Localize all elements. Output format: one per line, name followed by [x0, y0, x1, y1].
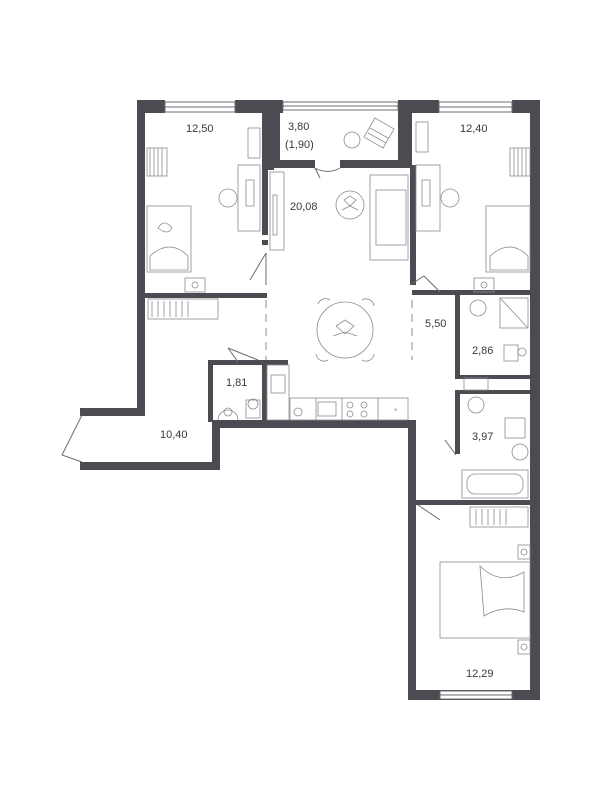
area-label-balcony: 3,80	[288, 121, 309, 133]
area-label-wc-left: 1,81	[226, 377, 247, 389]
balcony-furniture	[343, 117, 395, 149]
wall	[455, 295, 460, 375]
area-label-bath-right: 3,97	[472, 431, 493, 443]
door-swing	[314, 167, 341, 179]
area-label-wc-right: 2,86	[472, 345, 493, 357]
wall	[455, 375, 532, 379]
area-label-bedroom-nw: 12,50	[186, 123, 214, 135]
wall	[80, 408, 145, 416]
wc-left-fixtures	[217, 398, 261, 421]
door-swing	[61, 414, 83, 463]
wall	[262, 240, 268, 245]
bath-right-fixtures	[461, 396, 529, 499]
kitchen-row: *	[266, 364, 409, 421]
area-label-corridor: 10,40	[160, 429, 188, 441]
wall	[412, 500, 532, 505]
wall	[408, 420, 416, 700]
wall	[208, 360, 213, 422]
wall	[137, 100, 145, 375]
door-swing	[249, 252, 267, 285]
wall	[137, 370, 145, 410]
wall	[262, 100, 274, 170]
wall	[455, 390, 532, 394]
wall	[412, 290, 532, 295]
wall	[530, 100, 540, 700]
door-swing	[227, 347, 259, 363]
doors	[61, 167, 457, 521]
wall	[402, 100, 412, 165]
wall	[262, 165, 268, 235]
wall	[455, 394, 460, 454]
wall	[340, 160, 410, 168]
wall	[410, 165, 416, 285]
area-label-bedroom-ne: 12,40	[460, 123, 488, 135]
wall	[262, 360, 267, 422]
wall	[145, 293, 267, 298]
wall	[212, 420, 220, 470]
area-label-balcony-reduced: (1,90)	[285, 139, 314, 151]
bedroom-s-furniture	[439, 506, 531, 655]
door-swing	[409, 275, 441, 293]
wall	[212, 420, 416, 428]
wall	[398, 100, 406, 168]
bedroom-nw-furniture	[146, 127, 261, 320]
wall	[272, 100, 280, 168]
svg-text:*: *	[394, 407, 397, 416]
area-label-living: 20,08	[290, 201, 318, 213]
wall	[208, 360, 288, 365]
area-label-hall: 5,50	[425, 318, 446, 330]
door-swing	[444, 439, 457, 456]
bedroom-ne-furniture	[415, 121, 531, 293]
door-swing	[417, 504, 441, 521]
walls	[80, 100, 540, 700]
wall	[80, 462, 220, 470]
wc-right-fixtures	[463, 297, 529, 391]
living-furniture	[269, 171, 409, 362]
area-label-bedroom-s: 12,29	[466, 668, 494, 680]
wall	[270, 160, 315, 168]
windows	[164, 101, 513, 700]
wall	[137, 100, 165, 113]
